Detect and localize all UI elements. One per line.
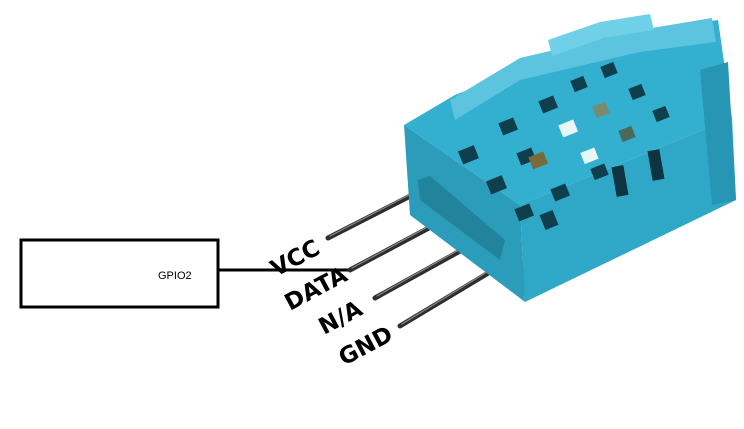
dht-sensor-body bbox=[404, 14, 736, 302]
microcontroller-box: GPIO2 bbox=[19, 238, 220, 309]
gpio2-pin-label: GPIO2 bbox=[158, 270, 192, 282]
pin-label-na: N/A bbox=[315, 296, 368, 340]
sensor-vent-holes bbox=[457, 61, 670, 231]
